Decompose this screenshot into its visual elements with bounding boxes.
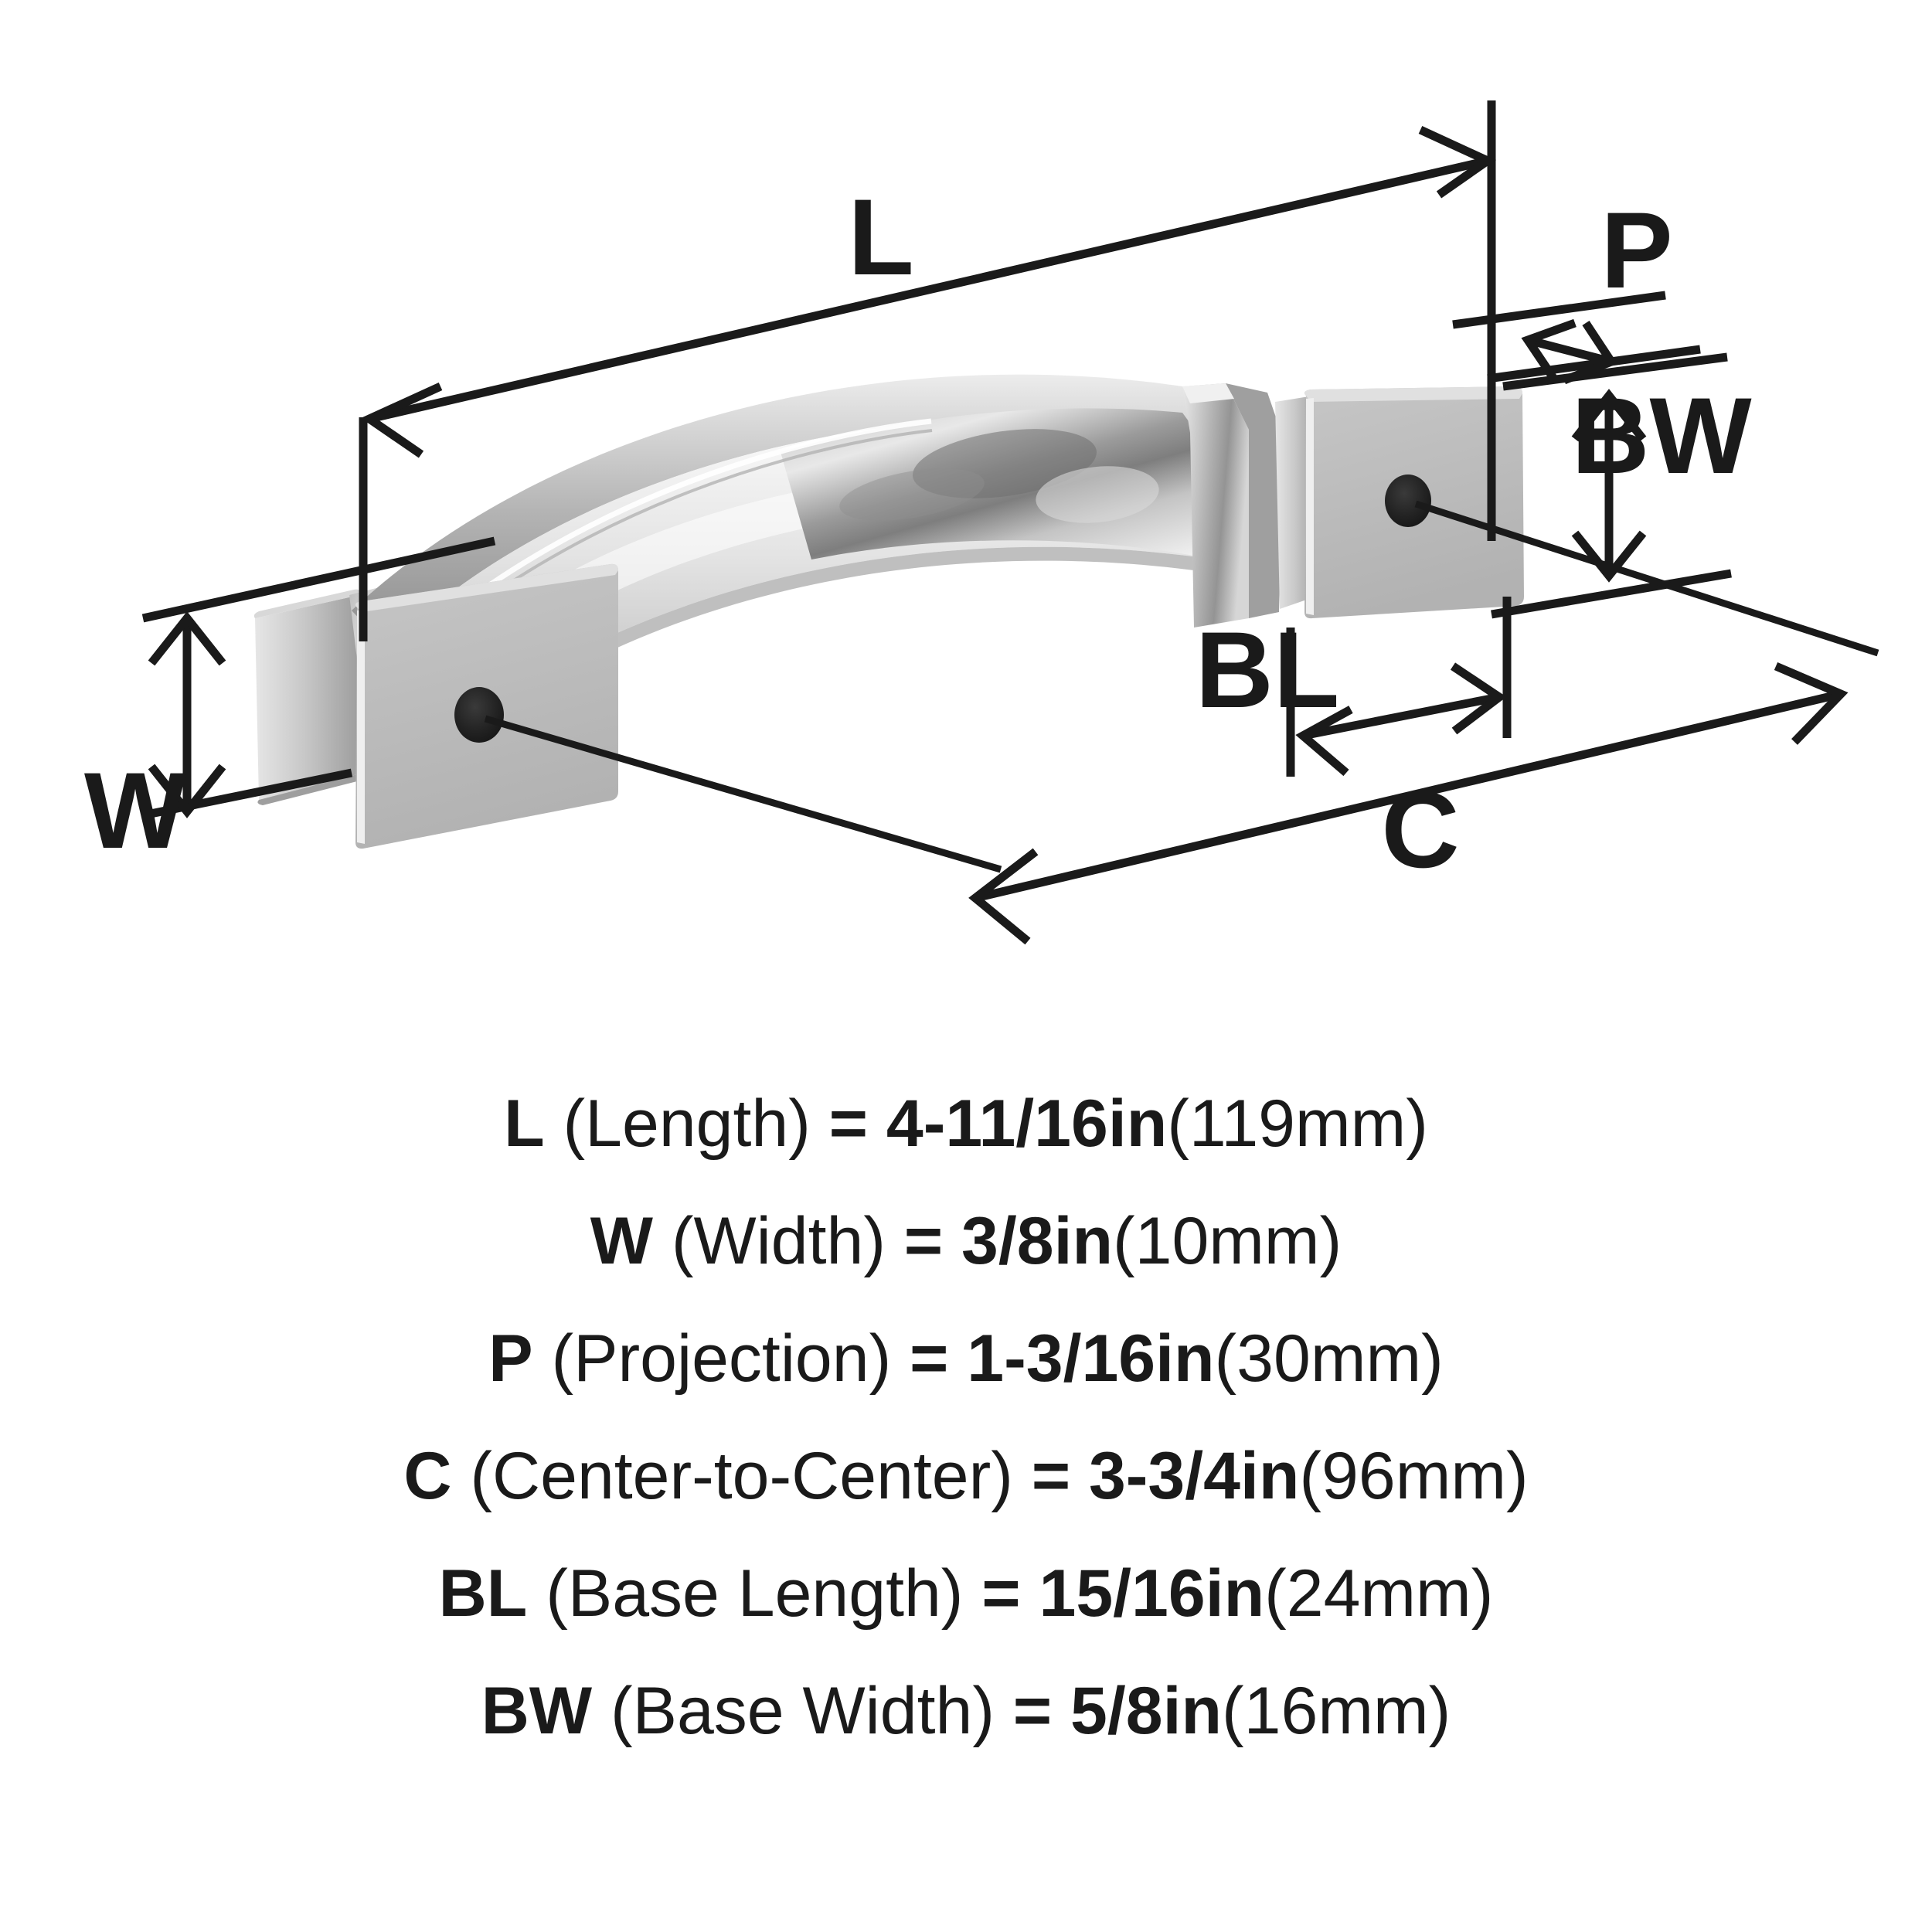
p-arrowhead-right — [1562, 320, 1618, 385]
arch-reflection-c — [1036, 466, 1159, 523]
legend-metric-length: (119mm) — [1167, 1087, 1428, 1161]
right-neck-top-bevel — [1182, 383, 1234, 403]
product-illustration — [253, 374, 1524, 849]
dimension-legend: L (Length) = 4-11/16in(119mm) W (Width) … — [0, 1051, 1932, 1932]
c-arrowhead-right — [1774, 662, 1849, 745]
bw-arrowhead-top — [1571, 389, 1647, 442]
diagram-svg: L W P BW BL C — [83, 100, 1879, 945]
p-dimension-arrow-line — [1526, 335, 1613, 366]
c-dimension-arrow-line — [974, 689, 1842, 903]
legend-name-base-length: (Base Length) — [546, 1556, 964, 1631]
legend-code-projection: P — [488, 1321, 533, 1396]
legend-row-projection: P (Projection) = 1-3/16in(30mm) — [0, 1300, 1932, 1417]
product-dimension-diagram: L W P BW BL C — [83, 100, 1879, 945]
right-screw-hole — [1385, 474, 1431, 527]
legend-name-base-width: (Base Width) — [610, 1674, 995, 1748]
p-extension-upper — [1452, 291, 1666, 329]
l-dimension-arrow-line — [368, 156, 1489, 423]
right-base-face-top-highlight — [1304, 386, 1522, 402]
legend-code-length: L — [504, 1087, 545, 1161]
legend-value-base-width: 5/8in — [1070, 1674, 1223, 1748]
legend-metric-center-to-center: (96mm) — [1299, 1439, 1529, 1513]
legend-row-base-length: BL (Base Length) = 15/16in(24mm) — [0, 1535, 1932, 1652]
label-base-length: BL — [1196, 609, 1340, 730]
bw-extension-bottom — [1491, 569, 1732, 619]
bl-dimension-arrow-line — [1301, 692, 1501, 740]
bl-arrowhead-right — [1450, 662, 1507, 735]
c-leader-left — [484, 715, 1002, 873]
legend-code-center-to-center: C — [403, 1439, 452, 1513]
p-arrowhead-left — [1521, 318, 1577, 383]
legend-eq-base-length: = — [981, 1556, 1021, 1631]
legend-value-projection: 1-3/16in — [967, 1321, 1215, 1396]
legend-row-center-to-center: C (Center-to-Center) = 3-3/4in(96mm) — [0, 1417, 1932, 1535]
legend-value-length: 4-11/16in — [886, 1087, 1168, 1161]
l-arrowhead-left — [360, 382, 443, 458]
legend-code-base-width: BW — [481, 1674, 593, 1748]
left-base-side — [255, 595, 363, 800]
legend-code-width: W — [590, 1204, 653, 1278]
left-base-face-left-highlight — [357, 610, 365, 844]
right-base-face-left-highlight — [1306, 398, 1314, 615]
left-screw-hole — [454, 687, 504, 743]
w-arrowhead-bottom — [148, 764, 226, 818]
legend-name-center-to-center: (Center-to-Center) — [470, 1439, 1013, 1513]
legend-eq-base-width: = — [1012, 1674, 1053, 1748]
arch-reflection-b — [839, 468, 985, 521]
left-base-top-bevel — [253, 589, 360, 618]
bw-extension-top — [1502, 352, 1728, 391]
l-arrowhead-right — [1418, 126, 1497, 199]
legend-name-projection: (Projection) — [551, 1321, 892, 1396]
w-extension-bottom — [141, 768, 353, 820]
c-leader-right — [1414, 500, 1879, 657]
legend-name-width: (Width) — [671, 1204, 886, 1278]
w-extension-top — [141, 536, 496, 623]
legend-name-length: (Length) — [563, 1087, 811, 1161]
legend-eq-length: = — [828, 1087, 868, 1161]
arch-top-bevel — [352, 374, 1206, 648]
label-projection: P — [1600, 189, 1672, 311]
legend-metric-projection: (30mm) — [1214, 1321, 1444, 1396]
w-arrowhead-top — [148, 611, 226, 666]
legend-row-width: W (Width) = 3/8in(10mm) — [0, 1182, 1932, 1300]
left-base-block — [253, 589, 364, 805]
legend-row-base-width: BW (Base Width) = 5/8in(16mm) — [0, 1652, 1932, 1770]
bl-arrowhead-left — [1295, 706, 1353, 777]
legend-metric-width: (10mm) — [1113, 1204, 1342, 1278]
legend-eq-width: = — [903, 1204, 944, 1278]
legend-value-base-length: 15/16in — [1039, 1556, 1265, 1631]
legend-eq-center-to-center: = — [1031, 1439, 1071, 1513]
right-neck-side — [1226, 383, 1283, 618]
legend-eq-projection: = — [910, 1321, 949, 1396]
right-neck — [1182, 383, 1249, 628]
label-base-width: BW — [1571, 375, 1751, 496]
label-center-to-center: C — [1381, 769, 1459, 890]
legend-metric-base-width: (16mm) — [1222, 1674, 1451, 1748]
dimension-lines — [141, 100, 1879, 903]
label-length: L — [848, 176, 914, 298]
left-base-bottom-bevel — [257, 773, 364, 805]
bw-arrowhead-bottom — [1571, 530, 1647, 583]
legend-code-base-length: BL — [438, 1556, 528, 1631]
legend-metric-base-length: (24mm) — [1264, 1556, 1494, 1631]
right-base-plate — [1304, 386, 1524, 619]
left-base-plate — [355, 563, 618, 849]
legend-row-length: L (Length) = 4-11/16in(119mm) — [0, 1065, 1932, 1182]
c-arrowhead-left — [968, 848, 1039, 945]
label-width: W — [84, 750, 186, 871]
dimension-labels: L W P BW BL C — [84, 176, 1752, 890]
legend-value-center-to-center: 3-3/4in — [1088, 1439, 1300, 1513]
legend-value-width: 3/8in — [961, 1204, 1113, 1278]
dimension-arrowheads — [148, 126, 1849, 945]
left-base-face-top-highlight — [355, 563, 618, 612]
